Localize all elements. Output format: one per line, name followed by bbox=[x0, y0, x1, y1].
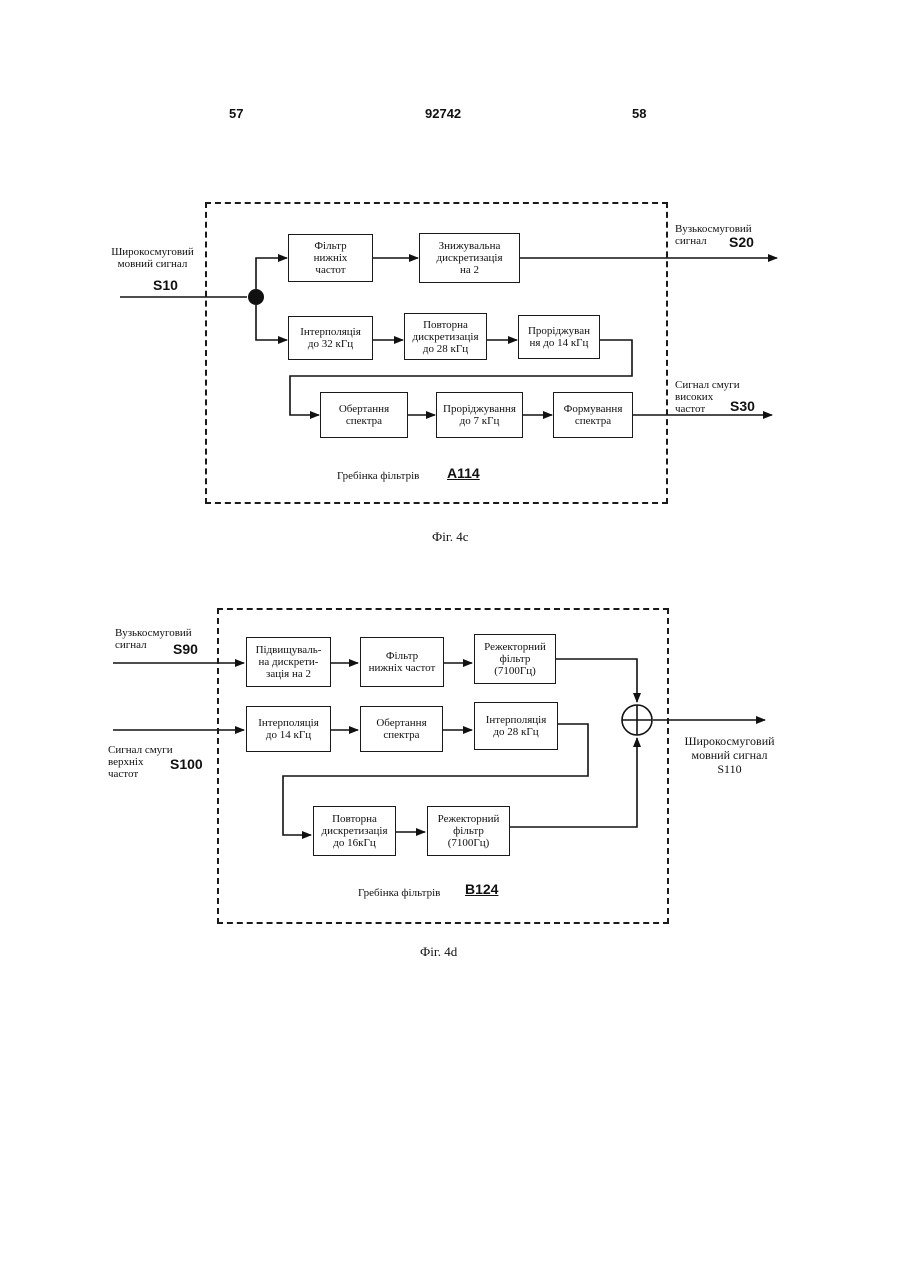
fig-d-block-spectral-flip: Обертання спектра bbox=[360, 706, 443, 752]
fig-d-output-label: Широкосмуговий мовний сигнал S110 bbox=[682, 734, 777, 776]
fig-d-block-interpolation-28: Інтерполяція до 28 кГц bbox=[474, 702, 558, 750]
fig-d-bank-label: Гребінка фільтрів bbox=[358, 887, 440, 899]
fig-d-block-upsample: Підвищуваль- на дискрети- зація на 2 bbox=[246, 637, 331, 687]
fig-d-input2-label: Сигнал смуги верхніх частот bbox=[108, 744, 173, 780]
fig-d-caption: Фіг. 4d bbox=[420, 944, 457, 960]
fig-d-block-notch-1: Режекторний фільтр (7100Гц) bbox=[474, 634, 556, 684]
fig-d-bank-tag: B124 bbox=[465, 881, 498, 897]
fig-d-input1-tag: S90 bbox=[173, 641, 198, 657]
fig-d-block-lpf: Фільтр нижніх частот bbox=[360, 637, 444, 687]
fig-d-block-notch-2: Режекторний фільтр (7100Гц) bbox=[427, 806, 510, 856]
fig-d-block-resample-16: Повторна дискретизація до 16кГц bbox=[313, 806, 396, 856]
fig-d-block-interpolation-14: Інтерполяція до 14 кГц bbox=[246, 706, 331, 752]
fig-d-input2-tag: S100 bbox=[170, 756, 203, 772]
